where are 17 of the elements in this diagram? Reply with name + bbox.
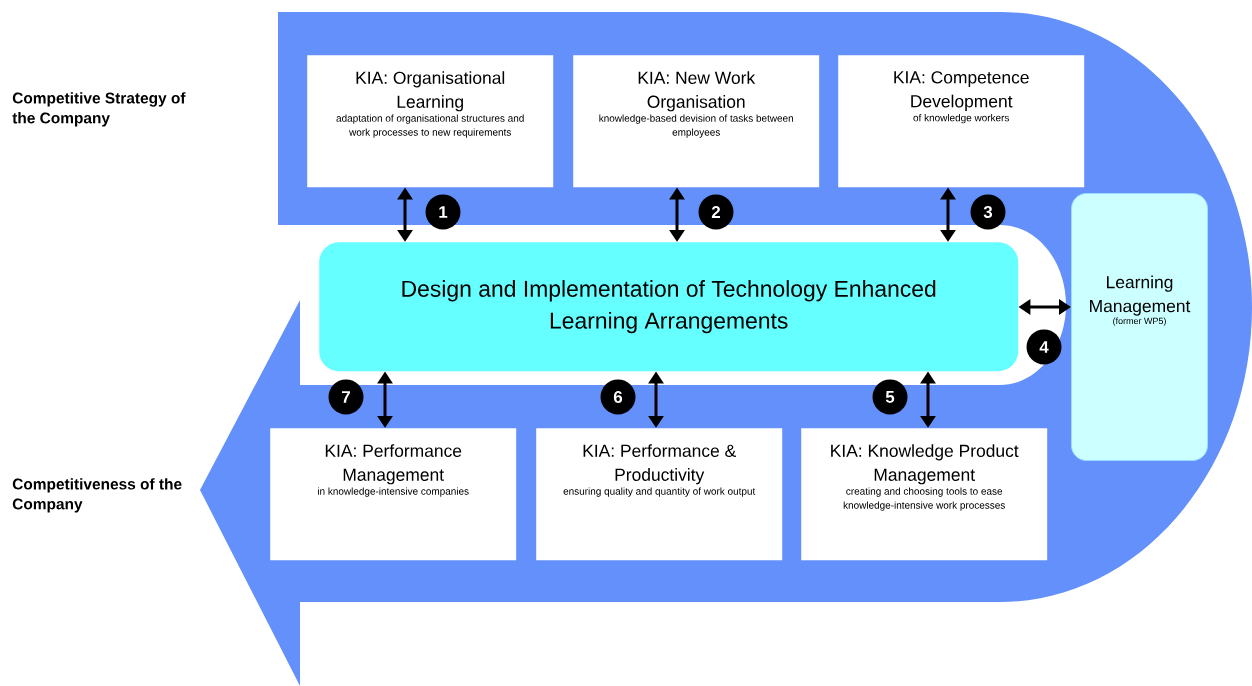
callout-number: 6 (600, 379, 636, 415)
text-box: KIA: New Work Organisation knowledge-based devision of tasks between employees (573, 55, 820, 188)
callout-number: 1 (425, 194, 461, 230)
text-box: KIA: Organisational Learning adaptation of organisational structures and work processes to new requirements (307, 55, 554, 188)
callout-number: 4 (1026, 329, 1062, 365)
callout-number: 3 (970, 194, 1006, 230)
text-box: KIA: Performance & Productivity ensuring quality and quantity of work output (536, 428, 783, 561)
side-box: Learning Management (former WP5) (1071, 193, 1208, 461)
text-box: KIA: Competence Development of knowledge workers (838, 55, 1085, 188)
process-box: Design and Implementation of Technology Enhanced Learning Arrangements (319, 242, 1019, 372)
callout-number: 2 (698, 194, 734, 230)
side-label: Competitiveness of the Company (12, 478, 182, 513)
text-box: KIA: Knowledge Product Management creating and choosing tools to ease knowledge-intensive work processes (801, 428, 1048, 561)
text-box: KIA: Performance Management in knowledge-intensive companies (270, 428, 517, 561)
callout-number: 5 (872, 379, 908, 415)
side-label: Competitive Strategy of the Company (12, 92, 186, 127)
callout-number: 7 (328, 379, 364, 415)
